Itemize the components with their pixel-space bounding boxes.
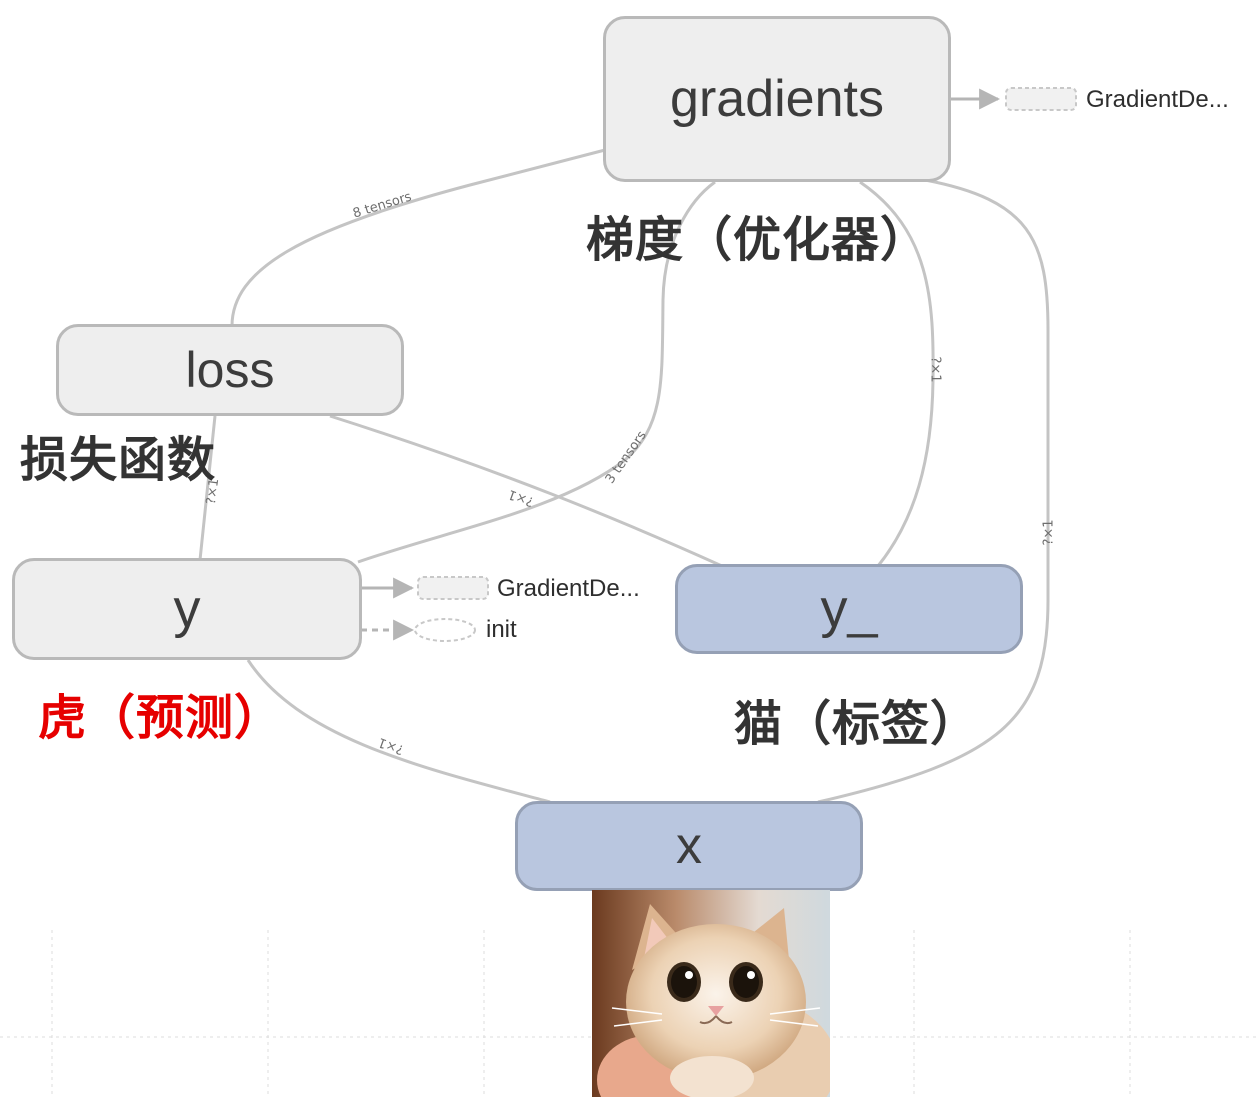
edge-loss-gradients xyxy=(230,148,606,327)
node-gradients[interactable]: gradients xyxy=(603,16,951,182)
annotation-gradients: 梯度（优化器） xyxy=(586,212,930,268)
cat-photo xyxy=(592,890,830,1097)
edge-x-gradients xyxy=(817,178,1050,804)
node-y_-label: y_ xyxy=(820,579,878,639)
y-gradientdesc-node xyxy=(417,576,489,600)
edge-loss-y_ xyxy=(329,414,723,568)
y-init-node xyxy=(414,618,476,642)
edge-label-y_-gradients: ?×1 xyxy=(927,356,943,383)
node-x-label: x xyxy=(676,817,702,875)
edge-y-loss xyxy=(198,415,217,561)
node-y[interactable]: y xyxy=(12,558,362,660)
annotation-y: 虎（预测） xyxy=(38,690,284,746)
annotation-loss: 损失函数 xyxy=(20,432,217,488)
node-gradients-label: gradients xyxy=(670,70,884,128)
node-loss-label: loss xyxy=(185,342,275,398)
edge-y_-gradients xyxy=(859,180,935,567)
gradients-gradientdesc-node xyxy=(1005,87,1077,111)
edge-label-x-gradients: ?×1 xyxy=(1041,519,1057,546)
annotation-y_: 猫（标签） xyxy=(734,696,980,752)
edge-y-x xyxy=(246,659,551,804)
node-y-label: y xyxy=(173,579,201,639)
edge-y-gradients xyxy=(357,180,716,564)
node-x[interactable]: x xyxy=(515,801,863,891)
aux-label-gradients-gradientdesc[interactable]: GradientDe... xyxy=(1086,86,1229,113)
node-y_[interactable]: y_ xyxy=(675,564,1023,654)
aux-label-y-gradientdesc[interactable]: GradientDe... xyxy=(497,575,640,602)
node-loss[interactable]: loss xyxy=(56,324,404,416)
aux-label-y-init[interactable]: init xyxy=(486,616,517,643)
